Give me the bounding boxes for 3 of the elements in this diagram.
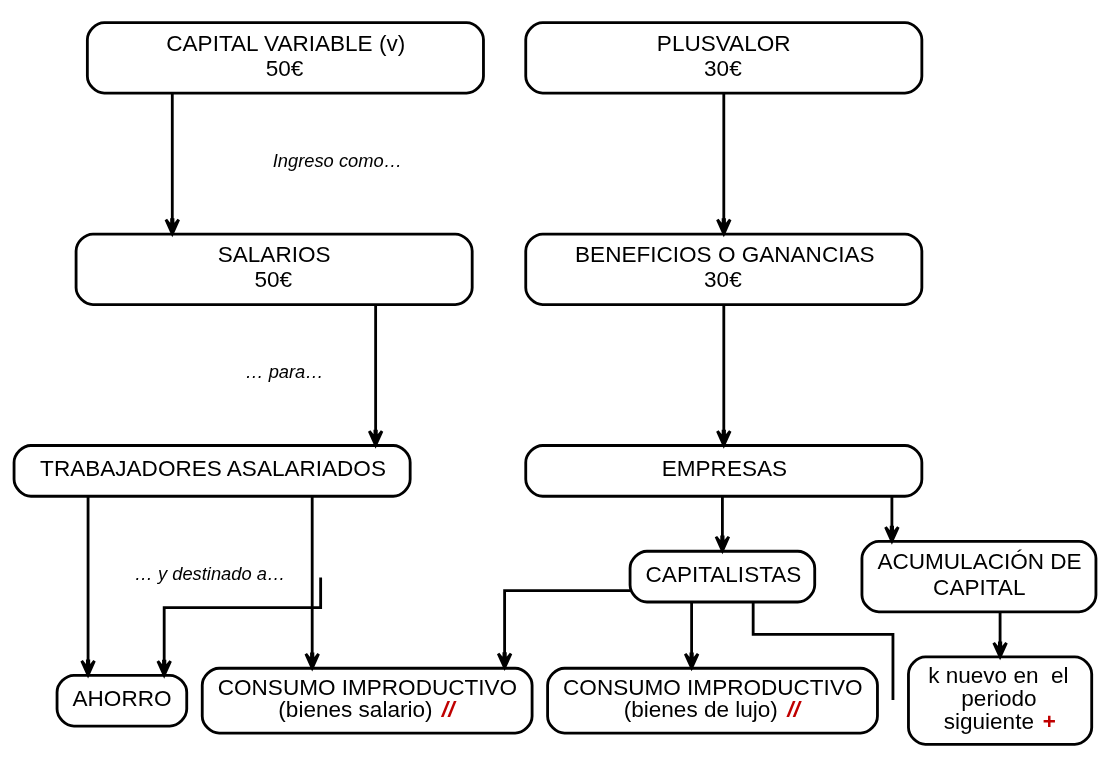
label: Ingreso como… [272,149,402,171]
label: … para… [245,361,324,383]
label: … y destinado a… [134,563,286,584]
